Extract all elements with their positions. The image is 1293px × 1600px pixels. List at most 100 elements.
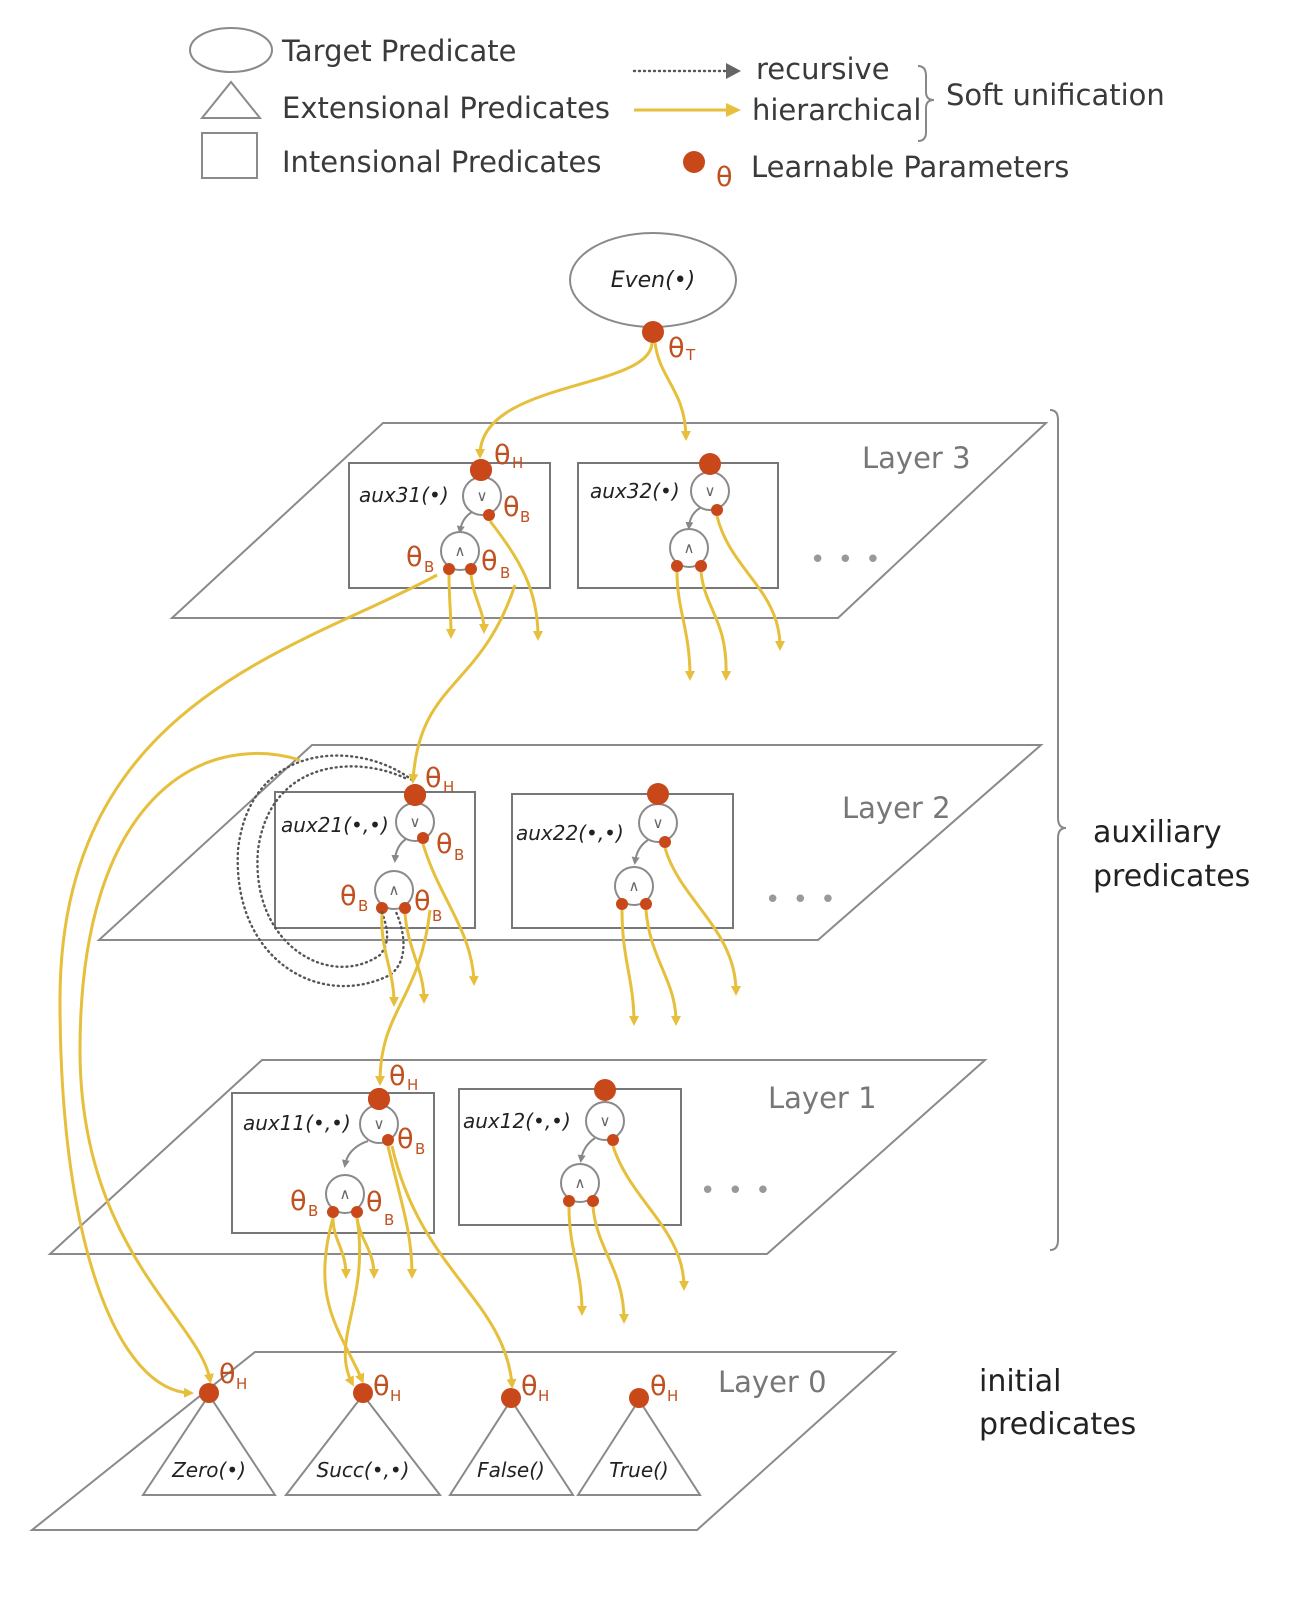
- layer1-label: Layer 1: [768, 1081, 877, 1115]
- hierarchical-arrowhead-icon: [726, 103, 741, 117]
- succ-theta-h: θ: [373, 1371, 390, 1402]
- arrow-target-to-aux32: [653, 342, 691, 441]
- arrow-aux31-b2-down: [469, 574, 489, 634]
- zero-label: Zero(•): [171, 1458, 246, 1482]
- aux31-label: aux31(•): [359, 483, 449, 507]
- aux21-box: [274, 791, 476, 929]
- false-theta-h-sub: H: [538, 1387, 549, 1405]
- aux21-param-b1: [376, 902, 388, 914]
- aux22-param-b1: [616, 898, 628, 910]
- target-param-dot: [642, 321, 664, 343]
- aux31-and-node: [440, 531, 480, 571]
- false-param-h: [501, 1388, 521, 1408]
- arrow-aux32-b1-down: [675, 571, 695, 681]
- aux32-label: aux32(•): [590, 479, 680, 503]
- aux22-param-b2: [640, 898, 652, 910]
- aux11-param-h-top: [368, 1088, 390, 1110]
- layer0-label: Layer 0: [718, 1365, 827, 1399]
- aux11-theta-b3-sub: B: [415, 1140, 425, 1158]
- aux12-label: aux12(•,•): [463, 1109, 571, 1133]
- zero-triangle: [141, 1393, 277, 1496]
- zero-theta-h: θ: [219, 1359, 236, 1390]
- aux11-or-to-and-arrow: [341, 1140, 369, 1168]
- true-triangle: [576, 1398, 702, 1496]
- aux11-theta-b1-sub: B: [308, 1202, 318, 1220]
- aux12-and-node: [560, 1163, 600, 1203]
- succ-triangle: [283, 1393, 443, 1496]
- aux-label-line2: predicates: [1093, 859, 1250, 894]
- aux21-and-node: [374, 870, 414, 910]
- aux22-or-symbol: ∨: [653, 814, 664, 832]
- init-label-line2: predicates: [979, 1407, 1136, 1442]
- legend-target: Target Predicate: [281, 34, 516, 68]
- legend-intensional: Intensional Predicates: [282, 145, 601, 179]
- arrow-aux11-b1-down: [331, 1217, 351, 1279]
- aux31-param-b1: [443, 563, 455, 575]
- param-dot-icon: [683, 151, 705, 173]
- aux21-recursive-loop-outer: [236, 754, 414, 988]
- arrow-aux32-b3-down: [715, 515, 785, 651]
- aux22-label: aux22(•,•): [516, 821, 624, 845]
- false-label: False(): [477, 1458, 545, 1482]
- true-theta-h-sub: H: [667, 1387, 678, 1405]
- legend: Target Predicate Extensional Predicates …: [189, 27, 1165, 193]
- target-theta-sub: T: [685, 346, 696, 364]
- aux31-and-symbol: ∧: [455, 542, 466, 560]
- aux32-param-h: [699, 453, 721, 475]
- arrow-aux12-b2-down: [591, 1206, 629, 1324]
- aux31-param-b3: [483, 509, 495, 521]
- true-param-h: [629, 1388, 649, 1408]
- aux21-theta-b3: θ: [436, 829, 453, 860]
- extensional-triangle-icon: [199, 80, 263, 119]
- aux32-param-b2: [695, 560, 707, 572]
- aux21-theta-h-sub: H: [443, 778, 454, 796]
- aux32-or-to-and-arrow: [685, 507, 701, 530]
- init-label-line1: initial: [979, 1364, 1062, 1399]
- aux12-param-b2: [587, 1195, 599, 1207]
- arrow-aux11-b3-down: [386, 1145, 417, 1279]
- aux31-or-symbol: ∨: [477, 487, 488, 505]
- false-triangle: [448, 1398, 575, 1496]
- aux31-theta-b1: θ: [406, 542, 423, 573]
- aux21-or-to-and-arrow: [391, 838, 407, 863]
- hierarchical-arrows: [58, 342, 785, 1398]
- legend-hierarchical: hierarchical: [752, 93, 921, 127]
- arrow-aux31-to-zero: [58, 573, 438, 1398]
- aux21-or-symbol: ∨: [410, 813, 421, 831]
- aux32-or-symbol: ∨: [705, 482, 716, 500]
- arrow-aux31-b3-down: [488, 520, 543, 641]
- aux12-or-to-and-arrow: [577, 1137, 596, 1163]
- succ-param-h: [353, 1383, 373, 1403]
- legend-learnable: Learnable Parameters: [751, 150, 1069, 184]
- arrow-aux11-to-succ-1: [323, 1217, 365, 1384]
- aux12-or-symbol: ∨: [600, 1112, 611, 1130]
- arrow-target-to-aux31: [475, 342, 654, 459]
- arrow-aux12-b3-down: [611, 1145, 689, 1291]
- aux11-theta-h-sub: H: [407, 1076, 418, 1094]
- arrow-aux31-b1-down: [445, 574, 456, 639]
- arrow-aux21-b3-down: [421, 843, 479, 986]
- arrow-aux21-to-aux11: [375, 909, 432, 1086]
- aux31-theta-b3-sub: B: [520, 508, 530, 526]
- target-label: Even(•): [611, 268, 696, 293]
- zero-theta-h-sub: H: [236, 1375, 247, 1393]
- aux21-param-b3: [417, 832, 429, 844]
- aux21-theta-b3-sub: B: [454, 846, 464, 864]
- aux32-and-symbol: ∧: [684, 539, 695, 557]
- arrow-aux32-b2-down: [699, 571, 732, 681]
- aux31-param-b2: [465, 563, 477, 575]
- aux31-theta-b3: θ: [503, 492, 520, 523]
- aux12-and-symbol: ∧: [575, 1174, 586, 1192]
- layer2-label: Layer 2: [842, 791, 951, 825]
- aux22-param-h: [647, 783, 669, 805]
- legend-soft-unification: Soft unification: [946, 78, 1165, 112]
- arrow-aux21-to-zero: [78, 752, 301, 1384]
- aux11-theta-b1: θ: [290, 1186, 307, 1217]
- aux22-and-symbol: ∧: [629, 877, 640, 895]
- layer1-ellipsis: • • •: [700, 1176, 773, 1206]
- aux32-and-node: [669, 528, 709, 568]
- aux32-param-b3: [711, 504, 723, 516]
- aux32-param-b1: [671, 560, 683, 572]
- succ-theta-h-sub: H: [390, 1387, 401, 1405]
